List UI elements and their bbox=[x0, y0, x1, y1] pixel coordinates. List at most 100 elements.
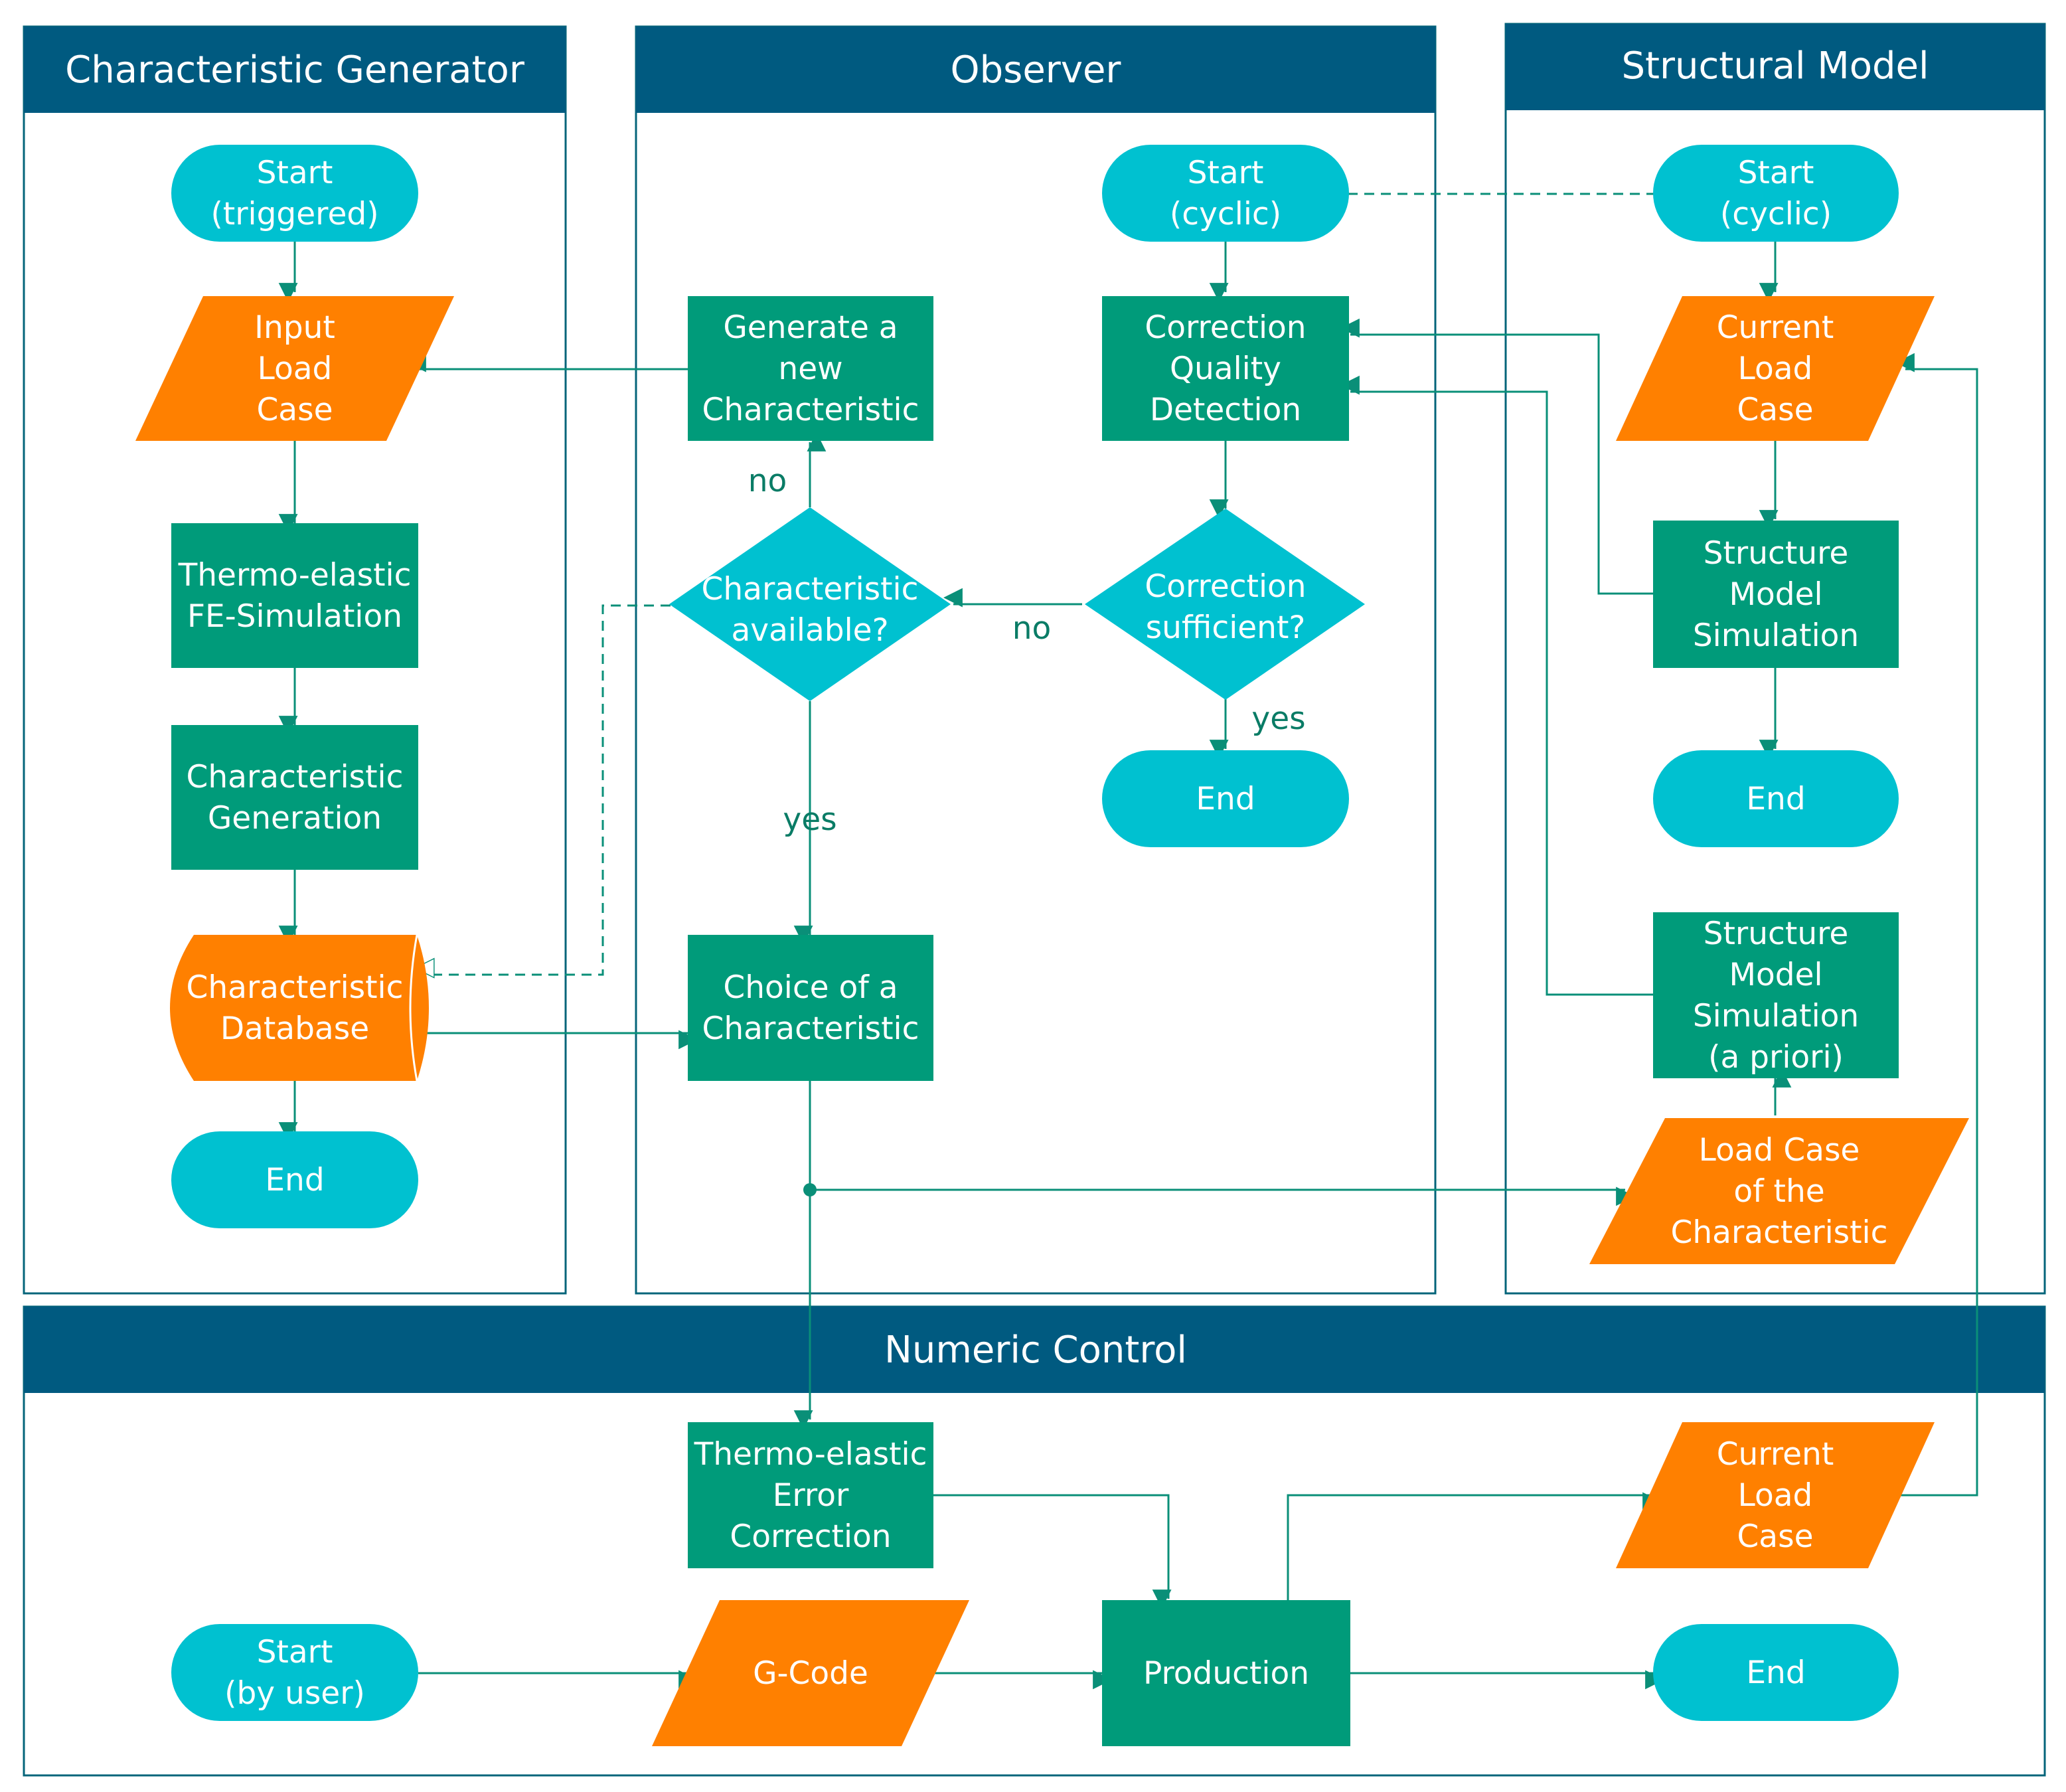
lane-title-observer: Observer bbox=[951, 48, 1122, 92]
lane-title-numeric: Numeric Control bbox=[884, 1329, 1187, 1372]
label-line: G-Code bbox=[753, 1655, 868, 1692]
label-line: Load Case bbox=[1699, 1132, 1860, 1169]
label-line: Structure bbox=[1704, 535, 1849, 572]
label-line: Start bbox=[257, 1634, 333, 1670]
node-nc-start-by-user: Start (by user) bbox=[171, 1624, 418, 1721]
label-line: Case bbox=[1737, 392, 1813, 428]
label-line: Correction bbox=[730, 1518, 891, 1555]
nc-production-label: Production bbox=[1143, 1655, 1309, 1692]
node-cg-start: Start (triggered) bbox=[171, 145, 418, 242]
label-line: of the bbox=[1733, 1173, 1824, 1210]
label-line: FE-Simulation bbox=[187, 598, 402, 635]
label-line: new bbox=[778, 351, 842, 387]
ob-start-label: Start (cyclic) bbox=[1170, 155, 1281, 232]
label-line: (by user) bbox=[224, 1675, 365, 1712]
label-line: Characteristic bbox=[187, 969, 404, 1006]
lane-title-generator: Characteristic Generator bbox=[65, 48, 525, 92]
label-line: Start bbox=[1188, 155, 1264, 191]
label-line: Current bbox=[1717, 1436, 1834, 1473]
edge-label-yes-available: yes bbox=[783, 801, 836, 838]
label-line: Thermo-elastic bbox=[694, 1436, 927, 1473]
lane-title-structural: Structural Model bbox=[1621, 44, 1929, 88]
connectors bbox=[278, 193, 1978, 1690]
ob-sufficient-label: Correction sufficient? bbox=[1145, 568, 1306, 646]
nc-end-label: End bbox=[1746, 1655, 1805, 1691]
label-line: available? bbox=[731, 612, 888, 649]
edge-sm-sim-quality bbox=[1340, 318, 1654, 595]
label-line: Model bbox=[1729, 576, 1822, 613]
cg-end-label: End bbox=[265, 1162, 324, 1198]
node-nc-g-code: G-Code bbox=[652, 1600, 969, 1746]
label-line: Case bbox=[1737, 1518, 1813, 1555]
edge-label-no-sufficient: no bbox=[1012, 610, 1052, 647]
label-line: End bbox=[265, 1162, 324, 1198]
label-line: Correction bbox=[1145, 309, 1306, 346]
label-line: (cyclic) bbox=[1170, 196, 1281, 232]
label-line: Thermo-elastic bbox=[178, 557, 412, 594]
label-line: Start bbox=[257, 155, 333, 191]
label-line: Load bbox=[258, 351, 333, 387]
nc-gcode-label: G-Code bbox=[753, 1655, 868, 1692]
label-line: Structure bbox=[1704, 916, 1849, 952]
node-ob-correction-sufficient: Correction sufficient? bbox=[1085, 509, 1365, 700]
edge-sm-prior-quality bbox=[1340, 375, 1654, 996]
edge-current-sm-current bbox=[1895, 353, 1978, 1497]
node-sm-end: End bbox=[1653, 750, 1899, 847]
node-ob-start-cyclic: Start (cyclic) bbox=[1102, 145, 1349, 242]
label-line: Characteristic bbox=[187, 759, 404, 795]
label-line: Production bbox=[1143, 1655, 1309, 1692]
label-line: Detection bbox=[1150, 392, 1301, 428]
label-line: Quality bbox=[1170, 351, 1281, 387]
cg-start-label: Start (triggered) bbox=[210, 155, 378, 232]
label-line: Characteristic bbox=[702, 1011, 919, 1047]
node-cg-end: End bbox=[171, 1131, 418, 1228]
label-line: Case bbox=[256, 392, 333, 428]
sm-start-label: Start(cyclic) bbox=[1720, 155, 1832, 232]
label-line: Correction bbox=[1145, 568, 1306, 605]
node-ob-end: End bbox=[1102, 750, 1349, 847]
label-line: Simulation bbox=[1693, 998, 1859, 1034]
label-line: Load bbox=[1738, 351, 1813, 387]
label-line: (a priori) bbox=[1708, 1039, 1844, 1076]
edge-label-yes-sufficient: yes bbox=[1251, 700, 1305, 737]
label-line: (triggered) bbox=[210, 196, 378, 232]
label-line: End bbox=[1196, 781, 1255, 817]
edge-label-no-generate: no bbox=[748, 463, 787, 499]
label-line: Simulation bbox=[1693, 617, 1859, 654]
label-line: Database bbox=[220, 1011, 369, 1047]
label-line: Characteristic bbox=[702, 392, 919, 428]
node-nc-production: Production bbox=[1102, 1600, 1350, 1746]
edge-production-current bbox=[1287, 1492, 1662, 1601]
label-line: Load bbox=[1738, 1477, 1813, 1514]
label-line: Characteristic bbox=[1671, 1214, 1888, 1251]
label-line: (cyclic) bbox=[1720, 196, 1832, 232]
node-nc-end: End bbox=[1653, 1624, 1899, 1721]
label-line: Error bbox=[773, 1477, 849, 1514]
label-line: sufficient? bbox=[1146, 610, 1306, 646]
label-line: Input bbox=[254, 309, 335, 346]
